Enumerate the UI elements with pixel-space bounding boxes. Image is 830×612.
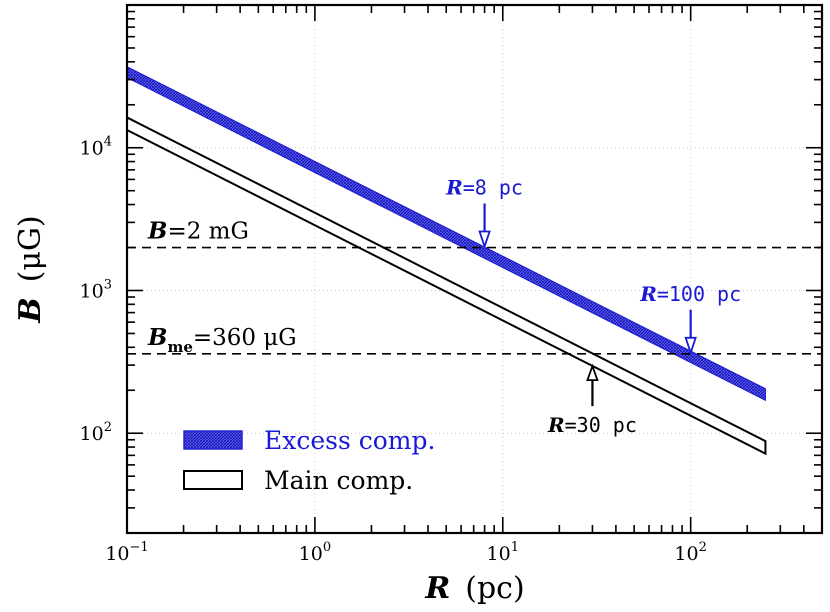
annotation-label: R=100 pc (639, 282, 741, 306)
hline-label-1: Bme=360 μG (147, 324, 297, 356)
legend-label-1: Main comp. (264, 466, 413, 495)
hline-label-0: B=2 mG (147, 218, 249, 245)
arrow-head (684, 336, 697, 356)
x-tick-label: 101 (487, 540, 519, 565)
excess-comp-band (127, 66, 766, 402)
annotation-2: R=30 pc (547, 363, 637, 437)
x-tick-label: 10−1 (105, 540, 148, 565)
annotations: R=8 pc R=100 pc R=30 pc (445, 176, 741, 438)
y-axis-label: B (μG) (13, 215, 48, 323)
reference-lines: B=2 mG Bme=360 μG (127, 218, 822, 356)
legend-swatch-excess (183, 430, 243, 450)
legend: Excess comp. Main comp. (183, 426, 435, 495)
annotation-0: R=8 pc (445, 176, 523, 250)
axis-ticks (126, 5, 823, 534)
legend-swatch-main (183, 470, 243, 490)
y-tick-label: 102 (80, 420, 112, 445)
plot-frame (125, 3, 824, 535)
bands (127, 66, 767, 456)
y-tick-label: 103 (80, 277, 112, 302)
axis-labels: 10−1 100 101 102 102 103 104 R (pc) B (μG) (13, 135, 707, 606)
annotation-label: R=8 pc (445, 176, 523, 200)
arrow-head (586, 363, 599, 382)
annotation-label: R=30 pc (547, 413, 637, 437)
grid (126, 5, 822, 533)
x-axis-label: R (pc) (424, 571, 524, 606)
y-tick-label: 104 (80, 135, 112, 160)
x-tick-label: 102 (674, 540, 706, 565)
legend-label-0: Excess comp. (264, 426, 435, 455)
arrow-head (478, 230, 491, 250)
main-comp-band (127, 116, 767, 456)
x-tick-label: 100 (299, 540, 331, 565)
annotation-1: R=100 pc (639, 282, 741, 356)
